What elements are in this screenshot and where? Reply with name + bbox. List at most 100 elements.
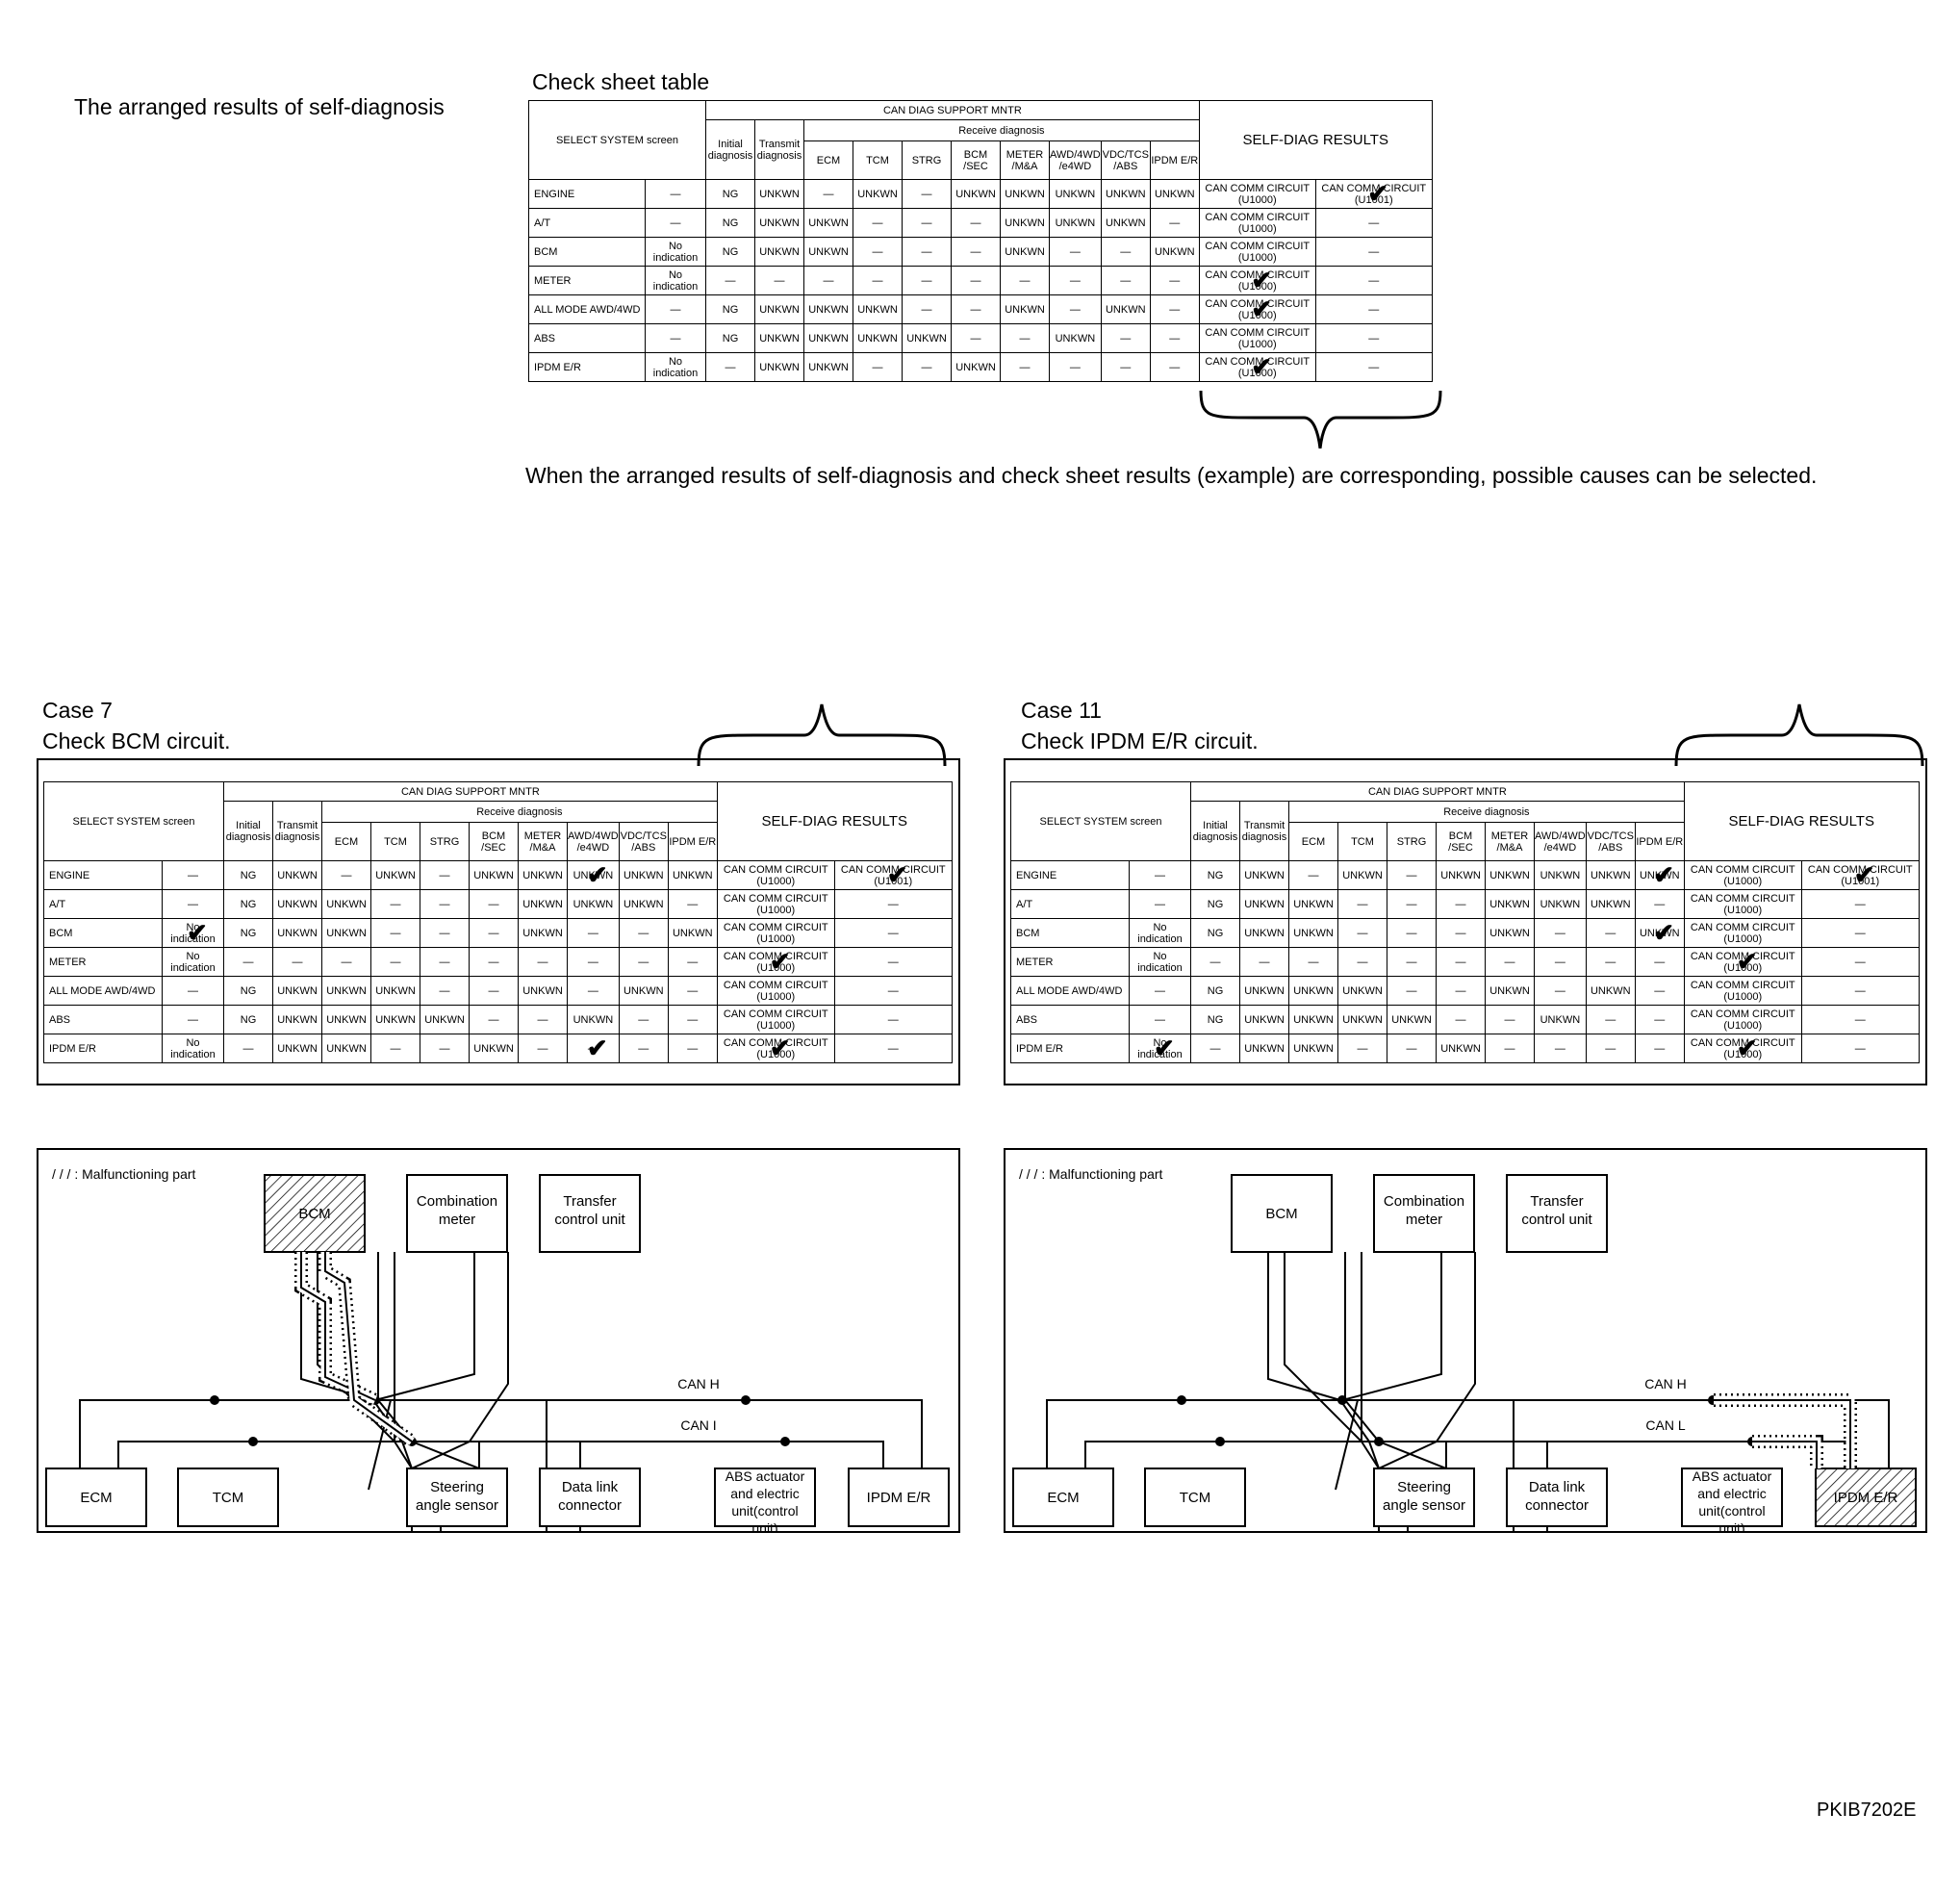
diag-cell: NG — [1190, 1005, 1240, 1034]
cell-text: UNKWN — [955, 361, 996, 373]
cell-text: — — [1155, 869, 1165, 881]
diag-cell: NG — [223, 918, 273, 948]
cell-text: UNKWN — [522, 869, 563, 881]
cell-text: IPDM E/R — [534, 361, 581, 373]
initial-diag-header: Initial diagnosis — [1190, 801, 1240, 861]
self-diag-cell: — — [833, 889, 953, 919]
cell-text: No indication — [170, 921, 216, 945]
cell-text: — — [1854, 984, 1866, 997]
cell-text: ALL MODE AWD/4WD — [49, 984, 156, 997]
diag-cell: — — [1534, 947, 1587, 977]
diag-cell: — — [370, 1034, 420, 1063]
cell-text: UNKWN — [623, 984, 664, 997]
self-diag-cell: — — [833, 1034, 953, 1063]
check-mark-icon: ✔ — [1367, 179, 1389, 208]
cell-text: — — [1120, 361, 1132, 373]
self-diag-cell: — — [1314, 266, 1433, 295]
cell-text: — — [1169, 303, 1181, 316]
cell-text: — — [1605, 1013, 1616, 1026]
diag-cell: — — [1436, 918, 1486, 948]
cell-text: — — [1169, 361, 1181, 373]
tcm-box — [177, 1468, 279, 1527]
cell-text: ENGINE — [49, 869, 90, 881]
diag-cell: UNKWN — [567, 1005, 620, 1034]
diag-cell: UNKWN — [272, 976, 322, 1006]
cell-text: — — [188, 1013, 198, 1026]
receive-col-header: ECM — [1288, 822, 1338, 861]
cell-text: IPDM E/R — [1016, 1042, 1063, 1055]
cell-text: METER — [1016, 956, 1054, 968]
diag-cell: UNKWN — [1000, 237, 1050, 267]
diag-cell: — — [618, 1034, 669, 1063]
indication-cell: — — [162, 889, 224, 919]
cell-text: — — [1406, 984, 1417, 997]
diag-cell: UNKWN — [1534, 889, 1587, 919]
diag-cell: — — [853, 208, 903, 238]
indication-cell: No indication — [645, 237, 706, 267]
self-diag-cell: CAN COMM CIRCUIT (U1000) — [716, 976, 835, 1006]
diag-cell: — — [321, 860, 371, 890]
diag-cell: — — [902, 237, 952, 267]
cell-text: — — [970, 245, 981, 258]
diag-cell: NG — [1190, 889, 1240, 919]
cell-text: No indication — [1137, 950, 1183, 974]
diag-cell: — — [705, 352, 755, 382]
diag-cell: — — [420, 860, 470, 890]
indication-cell: No indication — [162, 947, 224, 977]
tcm-box — [1144, 1468, 1246, 1527]
diag-cell: — — [370, 889, 420, 919]
can-wire — [1752, 1441, 1818, 1468]
indication-cell: — — [1129, 1005, 1191, 1034]
junction-dot — [780, 1437, 790, 1446]
diag-cell: UNKWN — [1049, 323, 1102, 353]
receive-col-header: METER /M&A — [1000, 140, 1050, 180]
diag-cell: UNKWN — [1485, 976, 1535, 1006]
self-diag-cell: CAN COMM CIRCUIT (U1000) — [716, 918, 835, 948]
cell-text: — — [687, 984, 699, 997]
cell-text: — — [188, 869, 198, 881]
ecm-label: ECM — [1047, 1490, 1079, 1506]
can-wire — [324, 1252, 413, 1442]
diag-cell: — — [1000, 323, 1050, 353]
can-h-label: CAN H — [1644, 1376, 1687, 1391]
case7-title: Case 7 — [42, 698, 113, 723]
system-cell: ALL MODE AWD/4WD — [1010, 976, 1130, 1006]
ecm-box — [1012, 1468, 1114, 1527]
cell-text: UNKWN — [277, 1042, 318, 1055]
cell-text: UNKWN — [857, 188, 898, 200]
cell-text: — — [823, 274, 834, 287]
diag-cell: — — [1585, 1034, 1636, 1063]
figure-code: PKIB7202E — [1817, 1800, 1917, 1821]
cell-text: UNKWN — [277, 869, 318, 881]
self-diag-cell: CAN COMM CIRCUIT (U1000) — [1683, 918, 1802, 948]
cell-text: — — [1019, 332, 1031, 345]
diag-cell: — — [518, 1034, 568, 1063]
cell-text: — — [872, 274, 883, 287]
diag-cell: UNKWN — [1337, 860, 1387, 890]
self-diag-header: SELF-DIAG RESULTS — [1683, 781, 1920, 861]
diag-cell: — — [420, 1034, 470, 1063]
diag-cell: UNKWN — [803, 323, 853, 353]
cell-text: — — [1368, 361, 1380, 373]
cell-text: — — [1357, 927, 1368, 939]
cell-text: UNKWN — [1489, 869, 1530, 881]
indication-cell: — — [162, 976, 224, 1006]
diag-cell: — — [223, 1034, 273, 1063]
cell-text: — — [887, 1042, 899, 1055]
cell-text: — — [242, 956, 254, 968]
can-l-label: CAN L — [1645, 1417, 1685, 1433]
diag-cell: UNKWN — [1000, 294, 1050, 324]
cell-text: CAN COMM CIRCUIT (U1000) — [723, 921, 828, 945]
cell-text: UNKWN — [1244, 1042, 1285, 1055]
cell-text: BCM — [49, 927, 73, 939]
self-diag-cell: CAN COMM CIRCUIT (U1001)✔ — [833, 860, 953, 890]
check-mark-icon: ✔ — [1251, 266, 1273, 294]
